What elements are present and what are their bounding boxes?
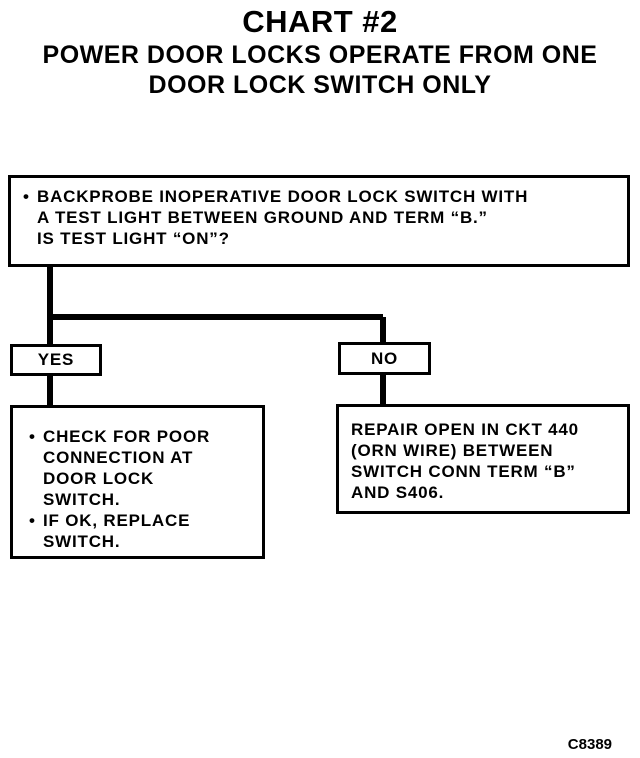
action-line: SWITCH CONN TERM “B” [351, 462, 576, 481]
figure-code: C8389 [567, 736, 612, 753]
question-text: BACKPROBE INOPERATIVE DOOR LOCK SWITCH W… [21, 186, 617, 249]
action-line: SWITCH. [43, 490, 121, 509]
action-line: DOOR LOCK [43, 469, 155, 488]
action-line: SWITCH. [43, 532, 121, 551]
yes-action-box: CHECK FOR POOR CONNECTION AT DOOR LOCK S… [10, 405, 265, 559]
action-line: AND S406. [351, 483, 445, 502]
question-box: BACKPROBE INOPERATIVE DOOR LOCK SWITCH W… [8, 175, 630, 267]
action-line: CHECK FOR POOR [43, 427, 211, 446]
no-action-box: REPAIR OPEN IN CKT 440 (ORN WIRE) BETWEE… [336, 404, 630, 514]
subtitle-line-1: POWER DOOR LOCKS OPERATE FROM ONE [42, 41, 598, 69]
action-line: (ORN WIRE) BETWEEN [351, 441, 554, 460]
action-line: REPAIR OPEN IN CKT 440 [351, 420, 579, 439]
yes-action-step-2: IF OK, REPLACE SWITCH. [27, 510, 248, 552]
subtitle-line-2: DOOR LOCK SWITCH ONLY [148, 71, 492, 99]
no-label-box: NO [338, 342, 431, 375]
yes-label-box: YES [10, 344, 102, 376]
chart-title: CHART #2 [242, 4, 398, 39]
action-line: IF OK, REPLACE [43, 511, 191, 530]
chart-subtitle: POWER DOOR LOCKS OPERATE FROM ONE DOOR L… [0, 40, 640, 100]
question-line: BACKPROBE INOPERATIVE DOOR LOCK SWITCH W… [37, 187, 529, 206]
question-line: IS TEST LIGHT “ON”? [37, 229, 230, 248]
yes-action-step-1: CHECK FOR POOR CONNECTION AT DOOR LOCK S… [27, 426, 248, 510]
action-line: CONNECTION AT [43, 448, 194, 467]
question-line: A TEST LIGHT BETWEEN GROUND AND TERM “B.… [37, 208, 488, 227]
